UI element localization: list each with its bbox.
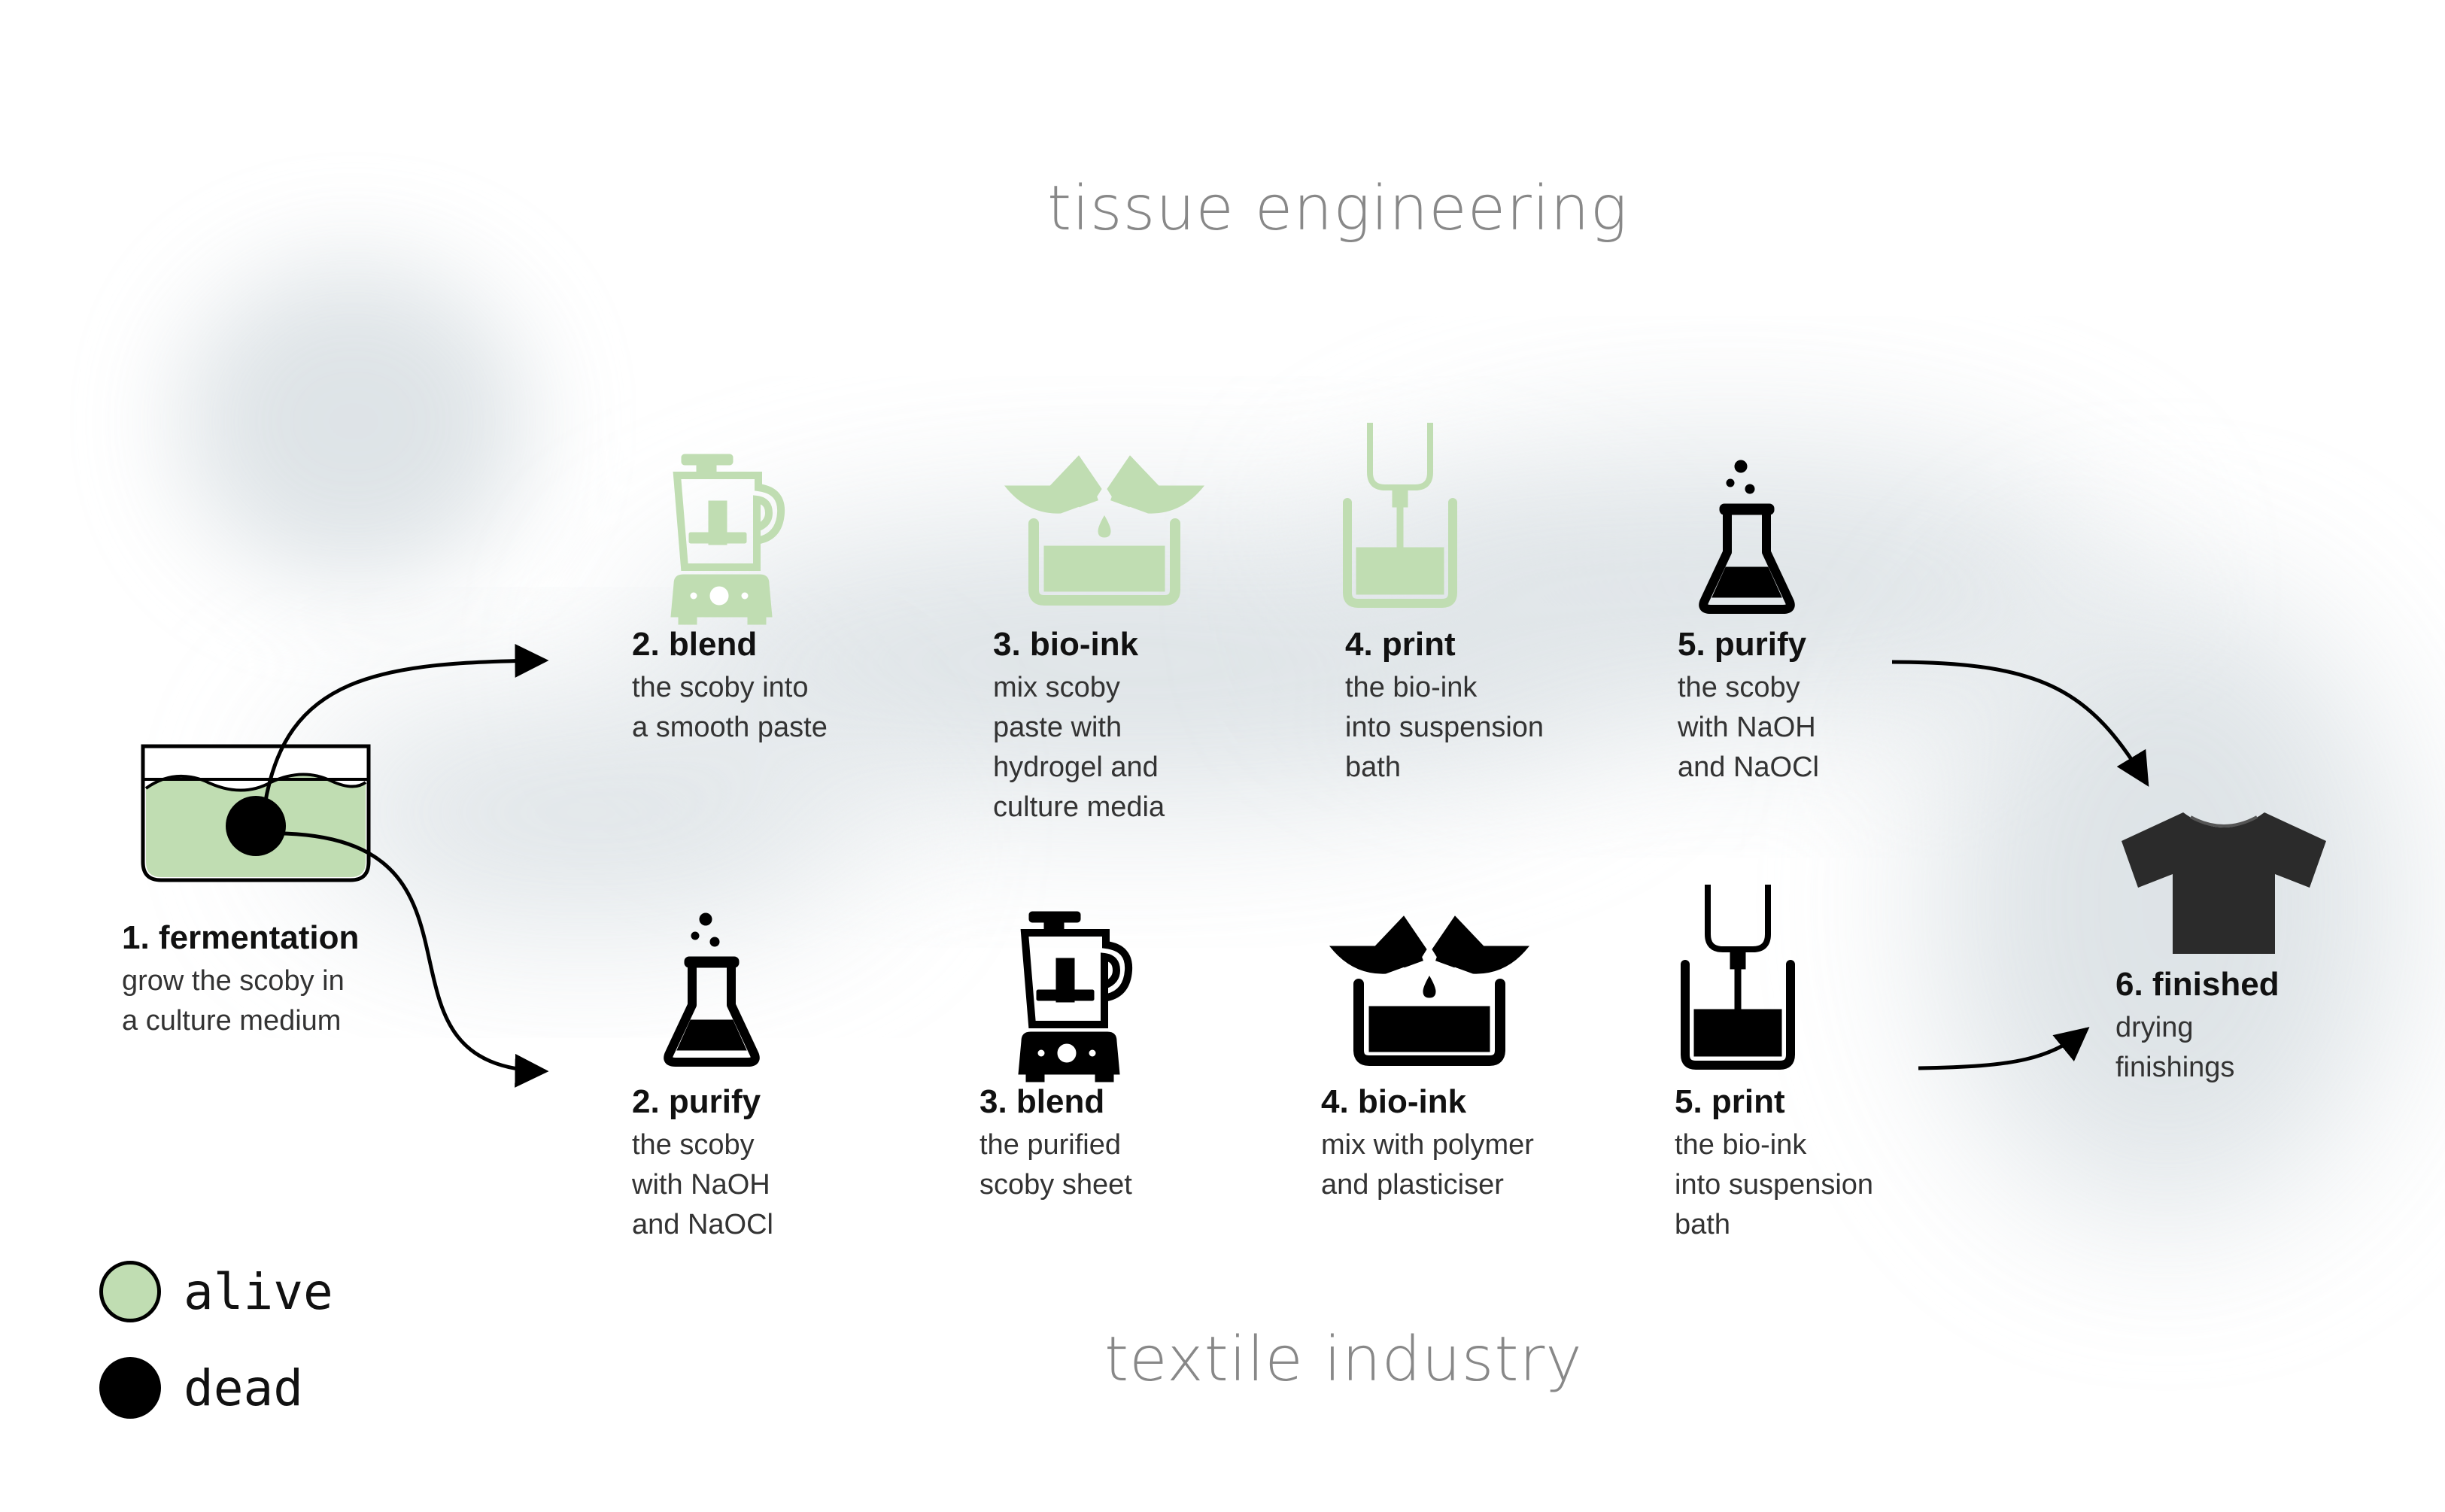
step-title: 4. print <box>1345 626 1456 663</box>
step-top-print: 4. print the bio-ink into suspension bat… <box>1345 626 1544 788</box>
step-desc-line: mix with polymer <box>1321 1129 1534 1161</box>
step-desc-line: the scoby into <box>632 672 809 703</box>
step-desc-line: finishings <box>2115 1052 2235 1083</box>
step-desc-line: paste with <box>993 712 1122 743</box>
step-desc-line: mix scoby <box>993 672 1120 703</box>
step-desc-line: the scoby <box>1678 672 1800 703</box>
step-top-purify: 5. purify the scoby with NaOH and NaOCl <box>1678 626 1819 788</box>
step-desc-line: with NaOH <box>632 1169 770 1201</box>
step-title: 3. bio-ink <box>993 626 1139 663</box>
legend-label: alive <box>184 1262 333 1321</box>
step-bottom-bio-ink: 4. bio-ink mix with polymer and plastici… <box>1321 1083 1534 1205</box>
step-desc-line: a smooth paste <box>632 712 828 743</box>
mixing-beaker-icon <box>1330 916 1529 1061</box>
step-title: 2. purify <box>632 1083 761 1120</box>
step-desc-line: a culture medium <box>122 1005 342 1037</box>
step-desc-line: culture media <box>993 791 1165 823</box>
step-bottom-purify: 2. purify the scoby with NaOH and NaOCl <box>632 1083 773 1245</box>
container-with-scoby-icon <box>141 744 371 882</box>
step-desc-line: bath <box>1675 1209 1730 1240</box>
alive-swatch <box>99 1261 161 1322</box>
step-top-blend: 2. blend the scoby into a smooth paste <box>632 626 828 748</box>
step-desc-line: into suspension <box>1675 1169 1874 1201</box>
food-processor-icon <box>1019 912 1128 1082</box>
dead-swatch <box>99 1357 161 1419</box>
step-desc-line: drying <box>2115 1012 2194 1043</box>
step-desc-line: and NaOCl <box>1678 751 1819 783</box>
step-desc-line: with NaOH <box>1678 712 1816 743</box>
step-title: 5. purify <box>1678 626 1807 663</box>
step-title: 3. blend <box>980 1083 1105 1120</box>
food-processor-icon <box>671 454 781 624</box>
step-desc-line: the bio-ink <box>1675 1129 1807 1161</box>
step-desc-line: hydrogel and <box>993 751 1159 783</box>
step-desc-line: grow the scoby in <box>122 965 345 997</box>
scoby-dot <box>226 796 286 856</box>
t-shirt-icon <box>2122 812 2326 954</box>
arrow-bottom-to-finished <box>1918 1027 2090 1070</box>
step-title: 4. bio-ink <box>1321 1083 1467 1120</box>
legend-item-alive: alive <box>99 1261 333 1322</box>
step-title: 2. blend <box>632 626 758 663</box>
printer-nozzle-icon <box>1685 885 1790 1065</box>
step-desc-line: the scoby <box>632 1129 755 1161</box>
step-desc-line: and plasticiser <box>1321 1169 1504 1201</box>
step-fermentation: 1. fermentation grow the scoby in a cult… <box>122 919 359 1041</box>
step-desc-line: bath <box>1345 751 1401 783</box>
arrow-to-textile-industry <box>284 831 549 1088</box>
section-title-tissue-engineering: tissue engineering <box>1047 173 1628 244</box>
legend-item-dead: dead <box>99 1357 303 1419</box>
arrow-top-to-finished <box>1891 660 2149 787</box>
section-title-textile-industry: textile industry <box>1104 1324 1583 1395</box>
printer-nozzle-icon <box>1347 423 1453 603</box>
step-desc-line: the bio-ink <box>1345 672 1478 703</box>
step-desc-line: scoby sheet <box>980 1169 1132 1201</box>
step-bottom-blend: 3. blend the purified scoby sheet <box>980 1083 1132 1205</box>
step-title: 5. print <box>1675 1083 1785 1120</box>
legend-label: dead <box>184 1359 303 1417</box>
step-desc-line: into suspension <box>1345 712 1544 743</box>
step-desc-line: and NaOCl <box>632 1209 773 1240</box>
step-bottom-print: 5. print the bio-ink into suspension bat… <box>1675 1083 1873 1245</box>
flow-arrows <box>263 643 2149 1088</box>
arrow-to-tissue-engineering <box>263 643 549 806</box>
step-desc-line: the purified <box>980 1129 1122 1161</box>
erlenmeyer-flask-icon <box>1703 460 1790 609</box>
step-top-bio-ink: 3. bio-ink mix scoby paste with hydrogel… <box>993 626 1165 827</box>
step-title: 6. finished <box>2115 966 2279 1003</box>
erlenmeyer-flask-icon <box>668 913 755 1062</box>
step-title: 1. fermentation <box>122 919 360 956</box>
step-finished: 6. finished drying finishings <box>2115 966 2279 1088</box>
mixing-beaker-icon <box>1005 456 1204 600</box>
